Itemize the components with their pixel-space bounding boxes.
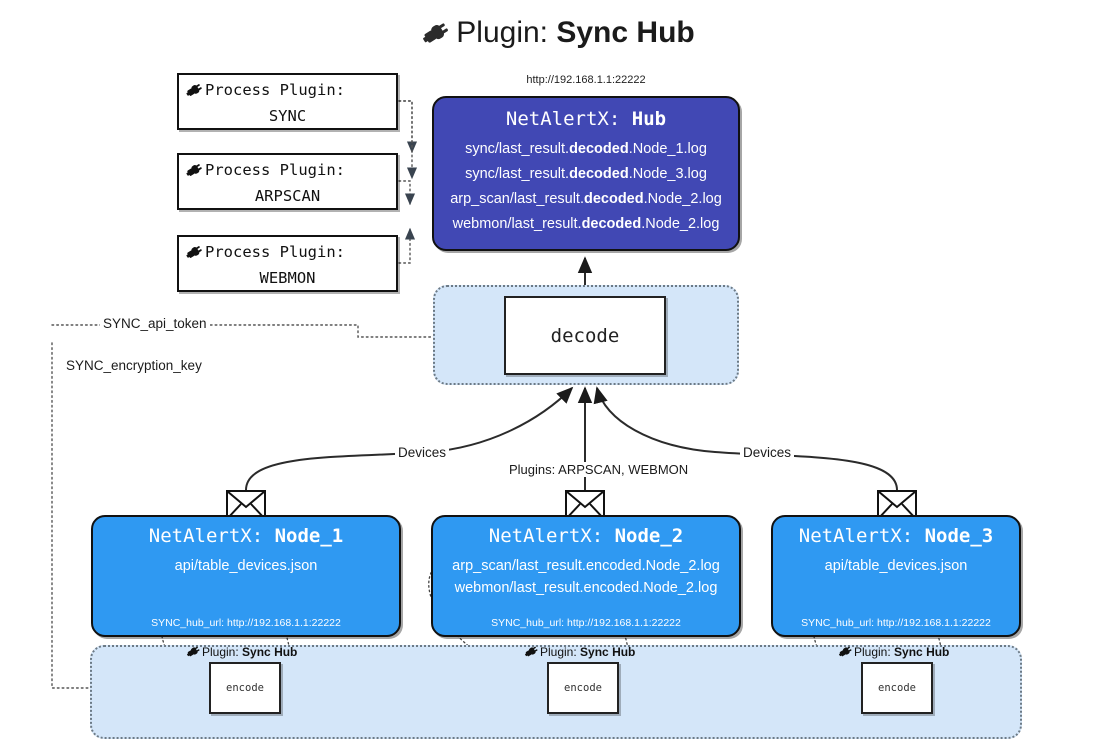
node-footer: SYNC_hub_url: http://192.168.1.1:22222 [491,617,681,629]
plug-icon [186,246,202,258]
node-title-name: Node_1 [274,525,344,547]
encode-plugin-name: Sync Hub [580,645,636,659]
encode-box[interactable]: encode [547,662,619,714]
process-plugin-box-webmon[interactable]: Process Plugin: WEBMON [177,235,398,292]
node-title-prefix: NetAlertX: [798,525,914,547]
process-plugin-name: WEBMON [259,269,316,287]
node-line: arp_scan/last_result.encoded.Node_2.log [452,558,720,574]
encode-plugin-prefix: Plugin: [202,645,239,659]
process-plugin-box-sync[interactable]: Process Plugin: SYNC [177,73,398,130]
node-title-name: Node_3 [924,525,994,547]
encode-plugin-label: Plugin: Sync Hub [186,645,297,659]
process-plugin-header: Process Plugin: [179,239,396,265]
encode-plugin-label: Plugin: Sync Hub [838,645,949,659]
node-title: NetAlertX: Node_1 [93,525,399,547]
hub-url-label: http://192.168.1.1:22222 [526,74,646,86]
hub-log-pre: arp_scan/last_result. [450,191,584,207]
hub-title-name: Hub [631,108,667,130]
hub-log-post: .Node_2.log [641,216,720,232]
plug-icon [186,164,202,176]
hub-log-post: .Node_1.log [628,141,707,157]
encode-plugin-label: Plugin: Sync Hub [524,645,635,659]
label-devices-left: Devices [395,445,450,460]
hub-log-pre: webmon/last_result. [452,216,582,232]
encode-box[interactable]: encode [861,662,933,714]
page-title: Plugin: Sync Hub [0,16,1117,54]
hub-log-mid: decoded [581,216,642,232]
node-title-prefix: NetAlertX: [148,525,264,547]
hub-title-prefix: NetAlertX: [505,108,621,130]
node-line: api/table_devices.json [824,558,968,574]
hub-log-line: sync/last_result.decoded.Node_1.log [434,137,738,162]
node-title-name: Node_2 [614,525,684,547]
encode-plugin-prefix: Plugin: [854,645,891,659]
encode-box[interactable]: encode [209,662,281,714]
node-box-node-2[interactable]: NetAlertX: Node_2 arp_scan/last_result.e… [431,515,741,637]
node-footer: SYNC_hub_url: http://192.168.1.1:22222 [151,617,341,629]
encode-plugin-name: Sync Hub [242,645,298,659]
node-title-prefix: NetAlertX: [488,525,604,547]
process-plugin-label: Process Plugin: [205,161,345,179]
plug-icon [839,646,852,657]
hub-log-line: arp_scan/last_result.decoded.Node_2.log [434,187,738,212]
node-title: NetAlertX: Node_2 [433,525,739,547]
plug-icon [186,84,202,96]
decode-box[interactable]: decode [504,296,666,375]
hub-log-line: sync/last_result.decoded.Node_3.log [434,162,738,187]
plug-icon [525,646,538,657]
process-plugin-header: Process Plugin: [179,77,396,103]
hub-box[interactable]: NetAlertX: Hub sync/last_result.decoded.… [432,96,740,251]
hub-log-mid: decoded [569,166,629,182]
hub-log-mid: decoded [569,141,629,157]
encode-plugin-prefix: Plugin: [540,645,577,659]
process-plugin-header: Process Plugin: [179,157,396,183]
label-plugins-center: Plugins: ARPSCAN, WEBMON [506,462,692,477]
hub-title: NetAlertX: Hub [434,108,738,130]
node-box-node-3[interactable]: NetAlertX: Node_3 api/table_devices.json… [771,515,1021,637]
hub-log-line: webmon/last_result.decoded.Node_2.log [434,212,738,237]
label-sync-api-token: SYNC_api_token [100,316,210,331]
label-sync-encryption-key: SYNC_encryption_key [63,358,205,373]
hub-log-mid: decoded [583,191,644,207]
node-line: api/table_devices.json [174,558,318,574]
plug-icon [422,20,452,54]
page-title-name: Sync Hub [556,16,695,49]
node-line: webmon/last_result.encoded.Node_2.log [454,580,718,596]
node-title: NetAlertX: Node_3 [773,525,1019,547]
hub-log-post: .Node_2.log [643,191,722,207]
hub-log-pre: sync/last_result. [465,141,570,157]
plug-icon [187,646,200,657]
process-plugin-label: Process Plugin: [205,81,345,99]
node-footer: SYNC_hub_url: http://192.168.1.1:22222 [801,617,991,629]
hub-log-pre: sync/last_result. [465,166,570,182]
page-title-prefix: Plugin: [456,16,549,49]
process-plugin-label: Process Plugin: [205,243,345,261]
process-plugin-name: SYNC [268,107,307,125]
encode-plugin-name: Sync Hub [894,645,950,659]
label-devices-right: Devices [740,445,795,460]
node-box-node-1[interactable]: NetAlertX: Node_1 api/table_devices.json… [91,515,401,637]
process-plugin-name: ARPSCAN [254,187,321,205]
hub-log-post: .Node_3.log [628,166,707,182]
process-plugin-box-arpscan[interactable]: Process Plugin: ARPSCAN [177,153,398,210]
